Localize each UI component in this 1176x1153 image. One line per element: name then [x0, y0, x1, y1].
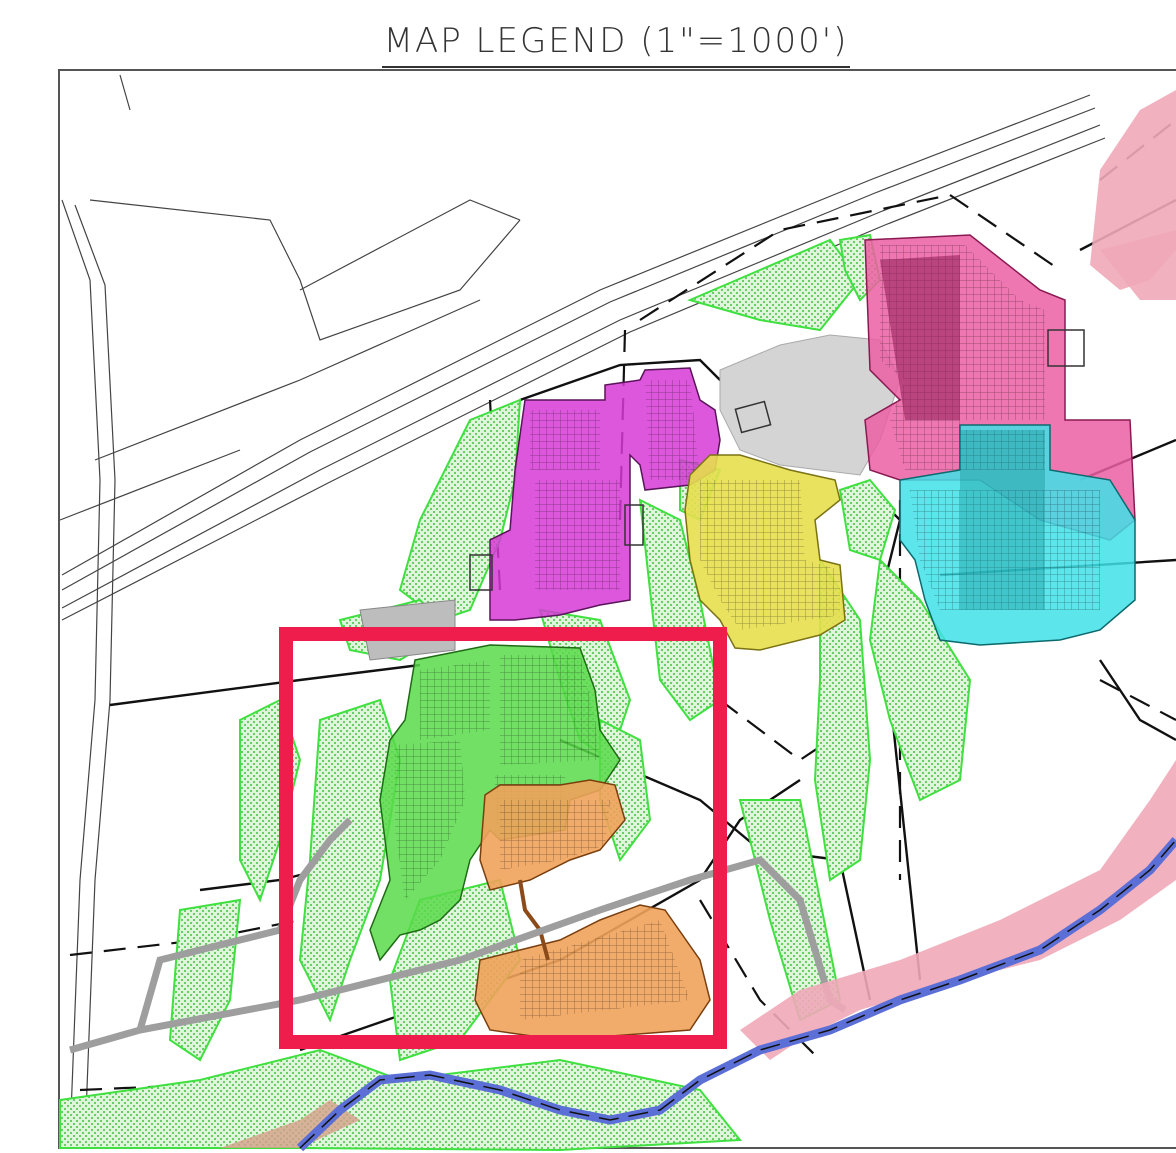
small-structures: [469, 400, 772, 591]
yellow-block: [684, 454, 846, 651]
cyan-block: [899, 424, 1136, 646]
river-bank: [220, 90, 1176, 1148]
highway-lines: [59, 74, 1106, 1141]
river-centerline: [299, 839, 1176, 1149]
magenta-block: [489, 367, 721, 621]
pink-block: [864, 234, 1136, 541]
highlight-box: [279, 627, 727, 1049]
map-legend-title: MAP LEGEND (1"=1000'): [382, 18, 850, 68]
orange-block: [474, 779, 711, 1041]
